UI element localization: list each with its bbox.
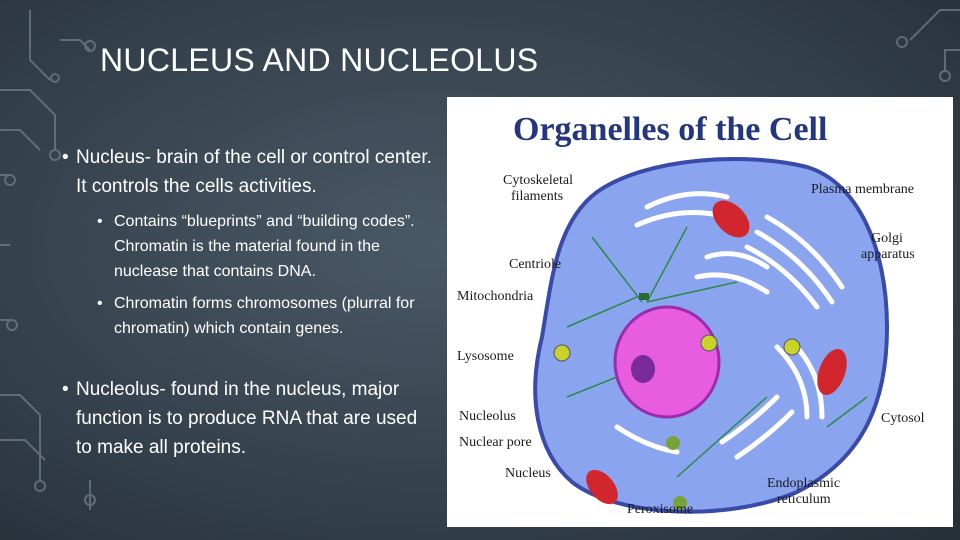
bullet-dot: •: [97, 295, 103, 312]
sub-bullet-chromatin: • Chromatin forms chromosomes (plurral f…: [62, 291, 432, 341]
label-nucleus: Nucleus: [505, 466, 551, 481]
label-nucleolus: Nucleolus: [459, 409, 516, 424]
label-cytosol: Cytosol: [881, 411, 925, 426]
bullet-nucleolus-text: Nucleolus- found in the nucleus, major f…: [76, 379, 418, 458]
label-centriole: Centriole: [509, 257, 561, 272]
slide-title: NUCLEUS AND NUCLEOLUS: [100, 42, 539, 78]
lysosome: [783, 338, 801, 356]
lysosome: [553, 344, 571, 362]
nucleolus: [631, 355, 655, 383]
label-nuclear-pore: Nuclear pore: [459, 435, 532, 450]
cell-diagram: Organelles of the Cell: [447, 97, 953, 527]
mitochondrion-right: [817, 349, 847, 395]
bullet-nucleus-text: Nucleus- brain of the cell or control ce…: [76, 147, 432, 197]
label-peroxisome: Peroxisome: [627, 502, 693, 517]
bullet-dot: •: [62, 147, 69, 168]
cell-diagram-svg: Organelles of the Cell: [457, 111, 925, 517]
bullet-nucleolus: • Nucleolus- found in the nucleus, major…: [62, 375, 432, 462]
label-golgi: Golgi: [871, 231, 903, 246]
mitochondrion-bottom: [586, 469, 618, 505]
label-mitochondria: Mitochondria: [457, 289, 534, 304]
er-membranes: [614, 191, 845, 460]
bullet-dot: •: [62, 379, 69, 400]
label-apparatus: apparatus: [861, 247, 915, 262]
peroxisome: [673, 496, 687, 510]
bullet-nucleus: • Nucleus- brain of the cell or control …: [62, 143, 432, 201]
diagram-title: Organelles of the Cell: [513, 111, 827, 148]
label-filaments: filaments: [511, 189, 563, 204]
peroxisome: [666, 436, 680, 450]
label-endoplasmic: Endoplasmic: [767, 476, 840, 491]
sub-bullet-blueprints: • Contains “blueprints” and “building co…: [62, 209, 432, 284]
mitochondrion-top: [712, 200, 750, 238]
sub-bullet-chromatin-text: Chromatin forms chromosomes (plurral for…: [114, 295, 415, 337]
label-plasma-membrane: Plasma membrane: [811, 182, 914, 197]
nucleus: [613, 305, 721, 419]
label-reticulum: reticulum: [777, 492, 831, 507]
sub-bullet-blueprints-text: Contains “blueprints” and “building code…: [114, 213, 415, 280]
bullet-list: • Nucleus- brain of the cell or control …: [62, 143, 432, 462]
lysosome: [700, 334, 718, 352]
label-lysosome: Lysosome: [457, 349, 514, 364]
bullet-dot: •: [97, 213, 103, 230]
label-cytoskeletal: Cytoskeletal: [503, 173, 573, 188]
centriole: [639, 293, 649, 300]
cytoskeletal-filaments: [566, 226, 868, 478]
